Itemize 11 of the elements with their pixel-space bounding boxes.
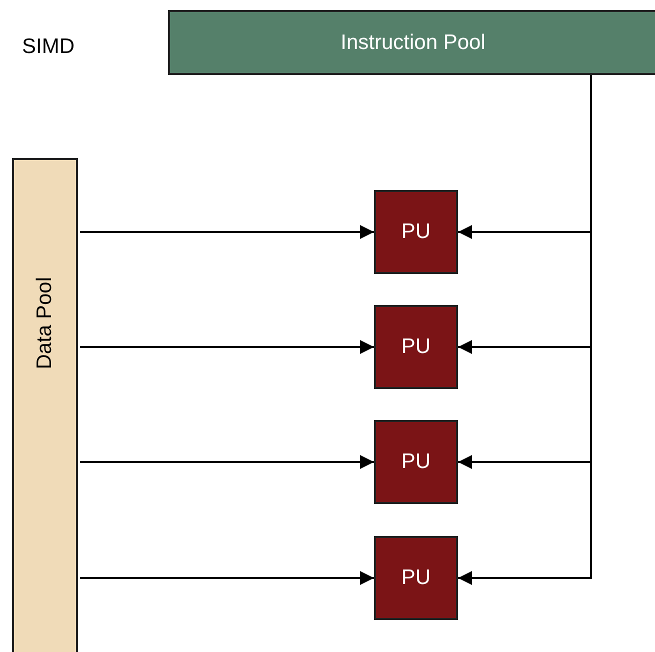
processing-unit-box: PU — [374, 305, 458, 389]
processing-unit-box: PU — [374, 536, 458, 620]
arrow — [80, 225, 374, 239]
instruction-pool-box: Instruction Pool — [168, 10, 655, 75]
arrow — [80, 455, 374, 469]
arrow — [80, 340, 374, 354]
processing-unit-box: PU — [374, 190, 458, 274]
processing-unit-box: PU — [374, 420, 458, 504]
data-pool-box: Data Pool — [12, 158, 78, 652]
arrow — [80, 571, 374, 585]
diagram-label: SIMD — [22, 34, 74, 60]
